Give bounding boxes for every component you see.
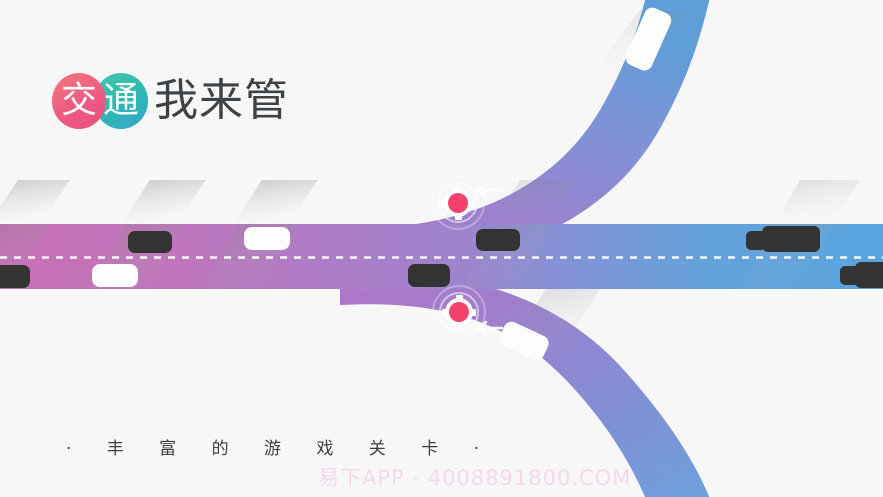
vehicle-group-branch-upper: [625, 7, 672, 71]
node-nub-left: [441, 199, 448, 207]
vehicle-truck-dark: [762, 226, 820, 252]
logo-circle-jiao: 交: [52, 73, 106, 129]
traffic-light-lower[interactable]: [432, 285, 486, 339]
vehicle-group-upper: [128, 226, 820, 253]
node-nub-bottom: [454, 213, 462, 220]
node-nub-right: [468, 199, 475, 207]
node-nub-right: [469, 308, 476, 316]
vehicle-car-dark: [476, 229, 520, 251]
node-nub-top: [455, 295, 463, 302]
logo-wordmark: 我来管: [154, 75, 289, 126]
ripple-ring-mid: [439, 292, 479, 332]
traffic-light-dot[interactable]: [449, 302, 469, 322]
traffic-light-dot[interactable]: [448, 193, 468, 213]
vehicle-car-dark: [408, 264, 450, 287]
logo-char-tong: 通: [102, 80, 139, 121]
node-nub-bottom: [455, 322, 463, 329]
feature-caption: · 丰 富 的 游 戏 关 卡 ·: [65, 439, 495, 459]
vehicle-truck-cab: [840, 266, 860, 285]
vehicle-group-lower: [0, 262, 883, 288]
logo-char-jiao: 交: [60, 80, 97, 121]
vehicle-truck-dark: [855, 262, 883, 288]
ripple-ring-outer: [431, 176, 485, 230]
site-watermark: 易下APP · 4008891800.COM: [318, 466, 632, 490]
vehicle-car-white: [92, 264, 138, 287]
node-nub-top: [454, 186, 462, 193]
app-logo: 交 通 我来管: [52, 68, 289, 134]
ripple-ring-outer: [432, 285, 486, 339]
node-nub-left: [442, 308, 449, 316]
vehicle-car-dark: [128, 231, 172, 253]
vehicle-car-white: [499, 321, 549, 361]
vehicle-car-white: [625, 7, 672, 71]
road-branch-lower: [340, 268, 710, 497]
ripple-ring-mid: [438, 183, 478, 223]
traffic-light-upper[interactable]: [431, 176, 485, 230]
vehicle-group-branch-lower: [499, 321, 549, 361]
vehicle-truck-cab: [746, 231, 766, 250]
vehicle-car-white: [244, 227, 290, 250]
vehicle-car-dark: [0, 265, 30, 288]
